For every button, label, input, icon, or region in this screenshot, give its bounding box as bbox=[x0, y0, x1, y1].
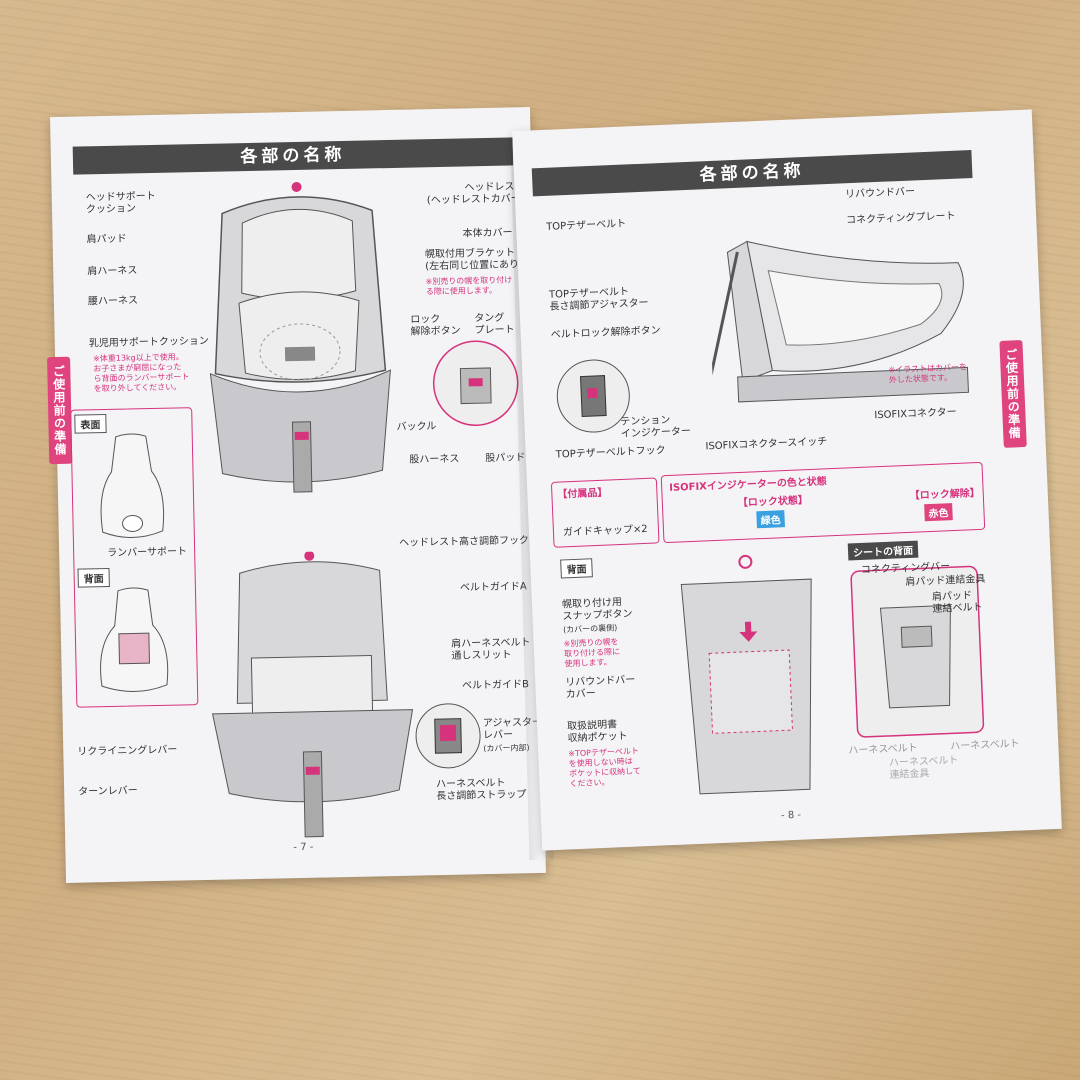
cushion-front-illustration bbox=[100, 433, 165, 538]
accessory-tag: 【付属品】 bbox=[557, 487, 608, 501]
belt-lock-release-label: ベルトロック解除ボタン bbox=[550, 325, 661, 341]
section-tab: ご使用前の準備 bbox=[999, 340, 1027, 448]
seat-back-tag: シートの背面 bbox=[847, 540, 919, 561]
snap-note: ※別売りの幌を 取り付ける際に 使用します。 bbox=[563, 637, 621, 669]
shoulder-harness-label: 肩ハーネス bbox=[87, 265, 138, 278]
top-tether-label: TOPテザーベルト bbox=[545, 218, 627, 233]
buckle-detail-circle bbox=[432, 340, 519, 427]
tether-hook-label: TOPテザーベルトフック bbox=[555, 445, 666, 461]
cushion-back-illustration bbox=[100, 587, 169, 692]
headrest-hook-label: ヘッドレスト高さ調節フック bbox=[398, 535, 530, 549]
manual-page-right: 各部の名称 ご使用前の準備 TOPテザーベルト リバウンドバー コネクティングプ… bbox=[512, 109, 1062, 851]
shoulder-slit-label: 肩ハーネスベルト 通しスリット bbox=[451, 637, 531, 662]
belt-guide-a-label: ベルトガイドA bbox=[459, 581, 527, 594]
tension-indicator-label: テンション インジケーター bbox=[620, 414, 692, 440]
car-seat-side-illustration bbox=[706, 240, 970, 409]
pocket-note: ※TOPテザーベルト を使用しない時は ポケットに収納して ください。 bbox=[568, 746, 642, 789]
back-tag: 背面 bbox=[560, 558, 593, 579]
tether-adjuster-label: TOPテザーベルト 長さ調節アジャスター bbox=[548, 286, 649, 313]
car-seat-front-illustration bbox=[209, 181, 391, 493]
page-title: 各部の名称 bbox=[72, 137, 514, 175]
unlocked-label: 【ロック解除】 bbox=[909, 487, 980, 502]
pad-belt-label: 肩パッド 連結ベルト bbox=[931, 590, 983, 616]
adjuster-detail-circle bbox=[415, 703, 481, 769]
manual-page-left: 各部の名称 ご使用前の準備 表面 ランバーサポート bbox=[47, 107, 546, 883]
lock-release-label: ロック 解除ボタン bbox=[410, 313, 461, 338]
headsupport-cushion-label: ヘッドサポート クッション bbox=[85, 190, 156, 216]
snap-button-label: 幌取り付け用 スナップボタン bbox=[561, 597, 633, 623]
seat-rear-illustration bbox=[680, 554, 812, 795]
rebound-cover-label: リバウンドバー カバー bbox=[565, 674, 636, 701]
locked-label: 【ロック状態】 bbox=[737, 495, 809, 510]
isofix-switch-label: ISOFIXコネクタースイッチ bbox=[705, 436, 828, 453]
tether-detail-circle bbox=[556, 359, 630, 433]
red-chip: 赤色 bbox=[924, 503, 953, 522]
snap-sub-label: (カバーの裏側) bbox=[562, 623, 618, 635]
lumbar-support-label: ランバーサポート bbox=[107, 546, 188, 560]
infant-cushion-label: 乳児用サポートクッション bbox=[88, 335, 209, 350]
car-seat-back-illustration bbox=[211, 550, 414, 838]
harness-belt-left-label: ハーネスベルト bbox=[848, 742, 918, 757]
harness-strap-label: ハーネスベルト 長さ調節ストラップ bbox=[435, 777, 527, 803]
section-tab: ご使用前の準備 bbox=[47, 356, 73, 465]
shoulder-pad-label: 肩パッド bbox=[86, 233, 127, 246]
page-number: - 7 - bbox=[293, 841, 314, 854]
crotch-harness-label: 股ハーネス bbox=[409, 453, 460, 466]
isofix-connector-label: ISOFIXコネクター bbox=[874, 406, 957, 422]
harness-belt-right-label: ハーネスベルト bbox=[950, 738, 1020, 753]
green-chip: 緑色 bbox=[756, 510, 785, 529]
body-cover-label: 本体カバー bbox=[462, 227, 513, 240]
belt-guide-b-label: ベルトガイドB bbox=[461, 679, 530, 692]
seat-back-detail bbox=[850, 565, 985, 738]
headrest-label: ヘッドレスト (ヘッドレストカバー) bbox=[426, 181, 525, 207]
turn-lever-label: ターンレバー bbox=[78, 785, 138, 798]
buckle-label: バックル bbox=[396, 421, 437, 433]
waist-harness-label: 腰ハーネス bbox=[87, 295, 139, 308]
page-number: - 8 - bbox=[780, 809, 802, 822]
harness-belt-connector-label: ハーネスベルト 連結金具 bbox=[888, 755, 959, 781]
tongue-plate-label: タング プレート bbox=[474, 312, 515, 337]
manual-pocket-label: 取扱説明書 収納ポケット bbox=[566, 719, 628, 745]
recline-lever-label: リクライニングレバー bbox=[77, 744, 178, 758]
adjuster-sub-label: (カバー内部) bbox=[483, 743, 530, 754]
front-tag: 表面 bbox=[74, 413, 107, 434]
bracket-note: ※別売りの幌を取り付け る際に使用します。 bbox=[425, 275, 513, 297]
back-tag: 背面 bbox=[77, 567, 110, 588]
illust-note: ※イラストはカバーを 外した状態です。 bbox=[888, 362, 968, 385]
rebound-bar-label: リバウンドバー bbox=[844, 186, 916, 201]
infant-note: ※体重13kg以上で使用。 お子さまが窮屈になった ら背面のランバーサポート を… bbox=[93, 352, 190, 394]
